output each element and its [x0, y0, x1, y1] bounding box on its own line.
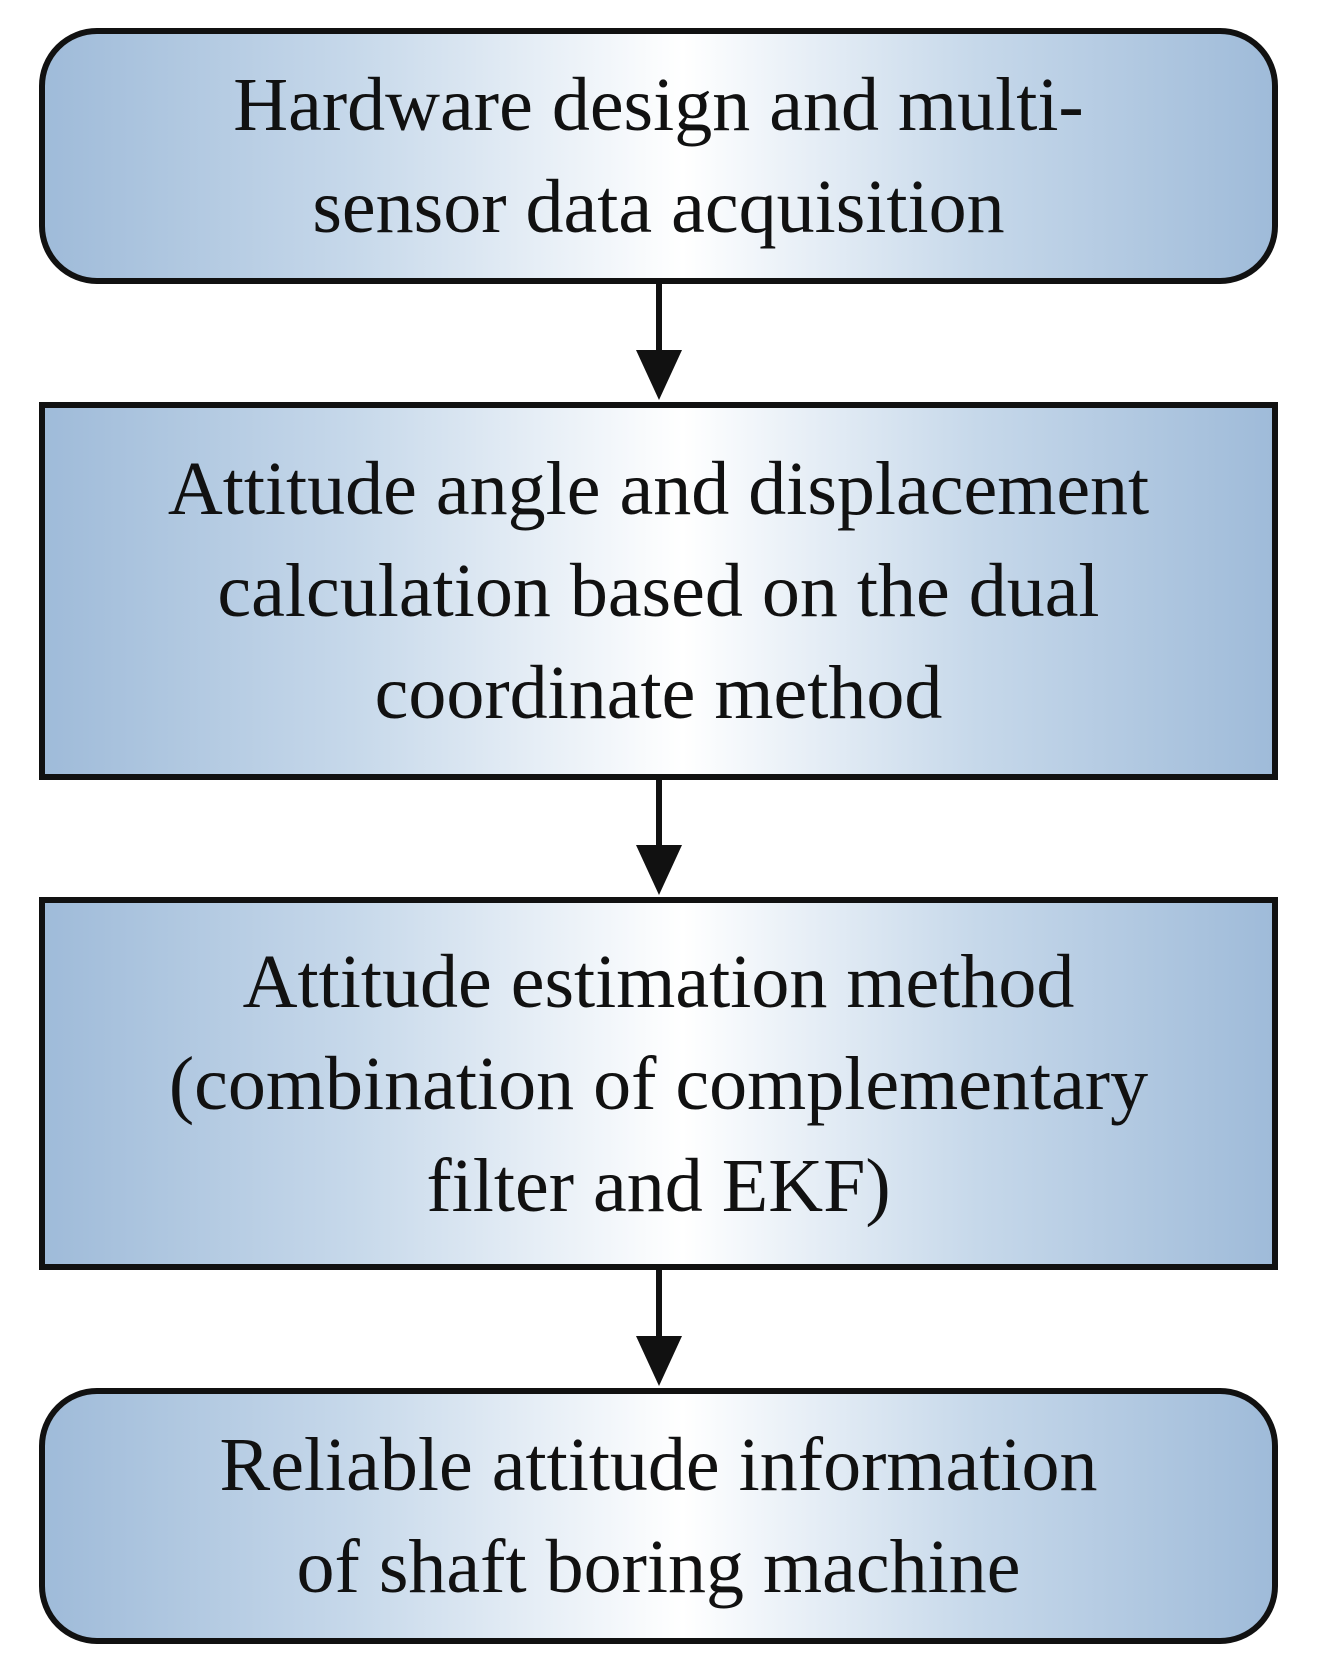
step-2-line-2: calculation based on the dual: [217, 549, 1100, 633]
step-4-line-1: Reliable attitude information: [219, 1423, 1098, 1507]
step-reliable-attitude-output: Reliable attitude information of shaft b…: [39, 1388, 1278, 1644]
arrow-step-3-to-4: [636, 1268, 682, 1386]
arrow-step-2-to-3: [636, 778, 682, 895]
step-3-line-1: Attitude estimation method: [242, 939, 1075, 1024]
step-dual-coordinate-calculation: Attitude angle and displacement calculat…: [39, 402, 1278, 780]
step-3-line-3: filter and EKF): [426, 1143, 891, 1228]
step-3-line-2: (combination of complementary: [168, 1041, 1149, 1126]
step-hardware-acquisition: Hardware design and multi- sensor data a…: [39, 28, 1278, 284]
arrow-3-head: [636, 1336, 682, 1386]
step-1-line-1: Hardware design and multi-: [233, 63, 1084, 147]
step-2-line-1: Attitude angle and displacement: [167, 447, 1150, 531]
arrow-1-head: [636, 350, 682, 400]
step-1-line-2: sensor data acquisition: [312, 165, 1005, 249]
arrow-2-head: [636, 845, 682, 895]
step-4-line-2: of shaft boring machine: [296, 1525, 1021, 1609]
step-2-line-3: coordinate method: [374, 651, 943, 735]
step-attitude-estimation: Attitude estimation method (combination …: [39, 897, 1278, 1270]
arrow-step-1-to-2: [636, 282, 682, 400]
